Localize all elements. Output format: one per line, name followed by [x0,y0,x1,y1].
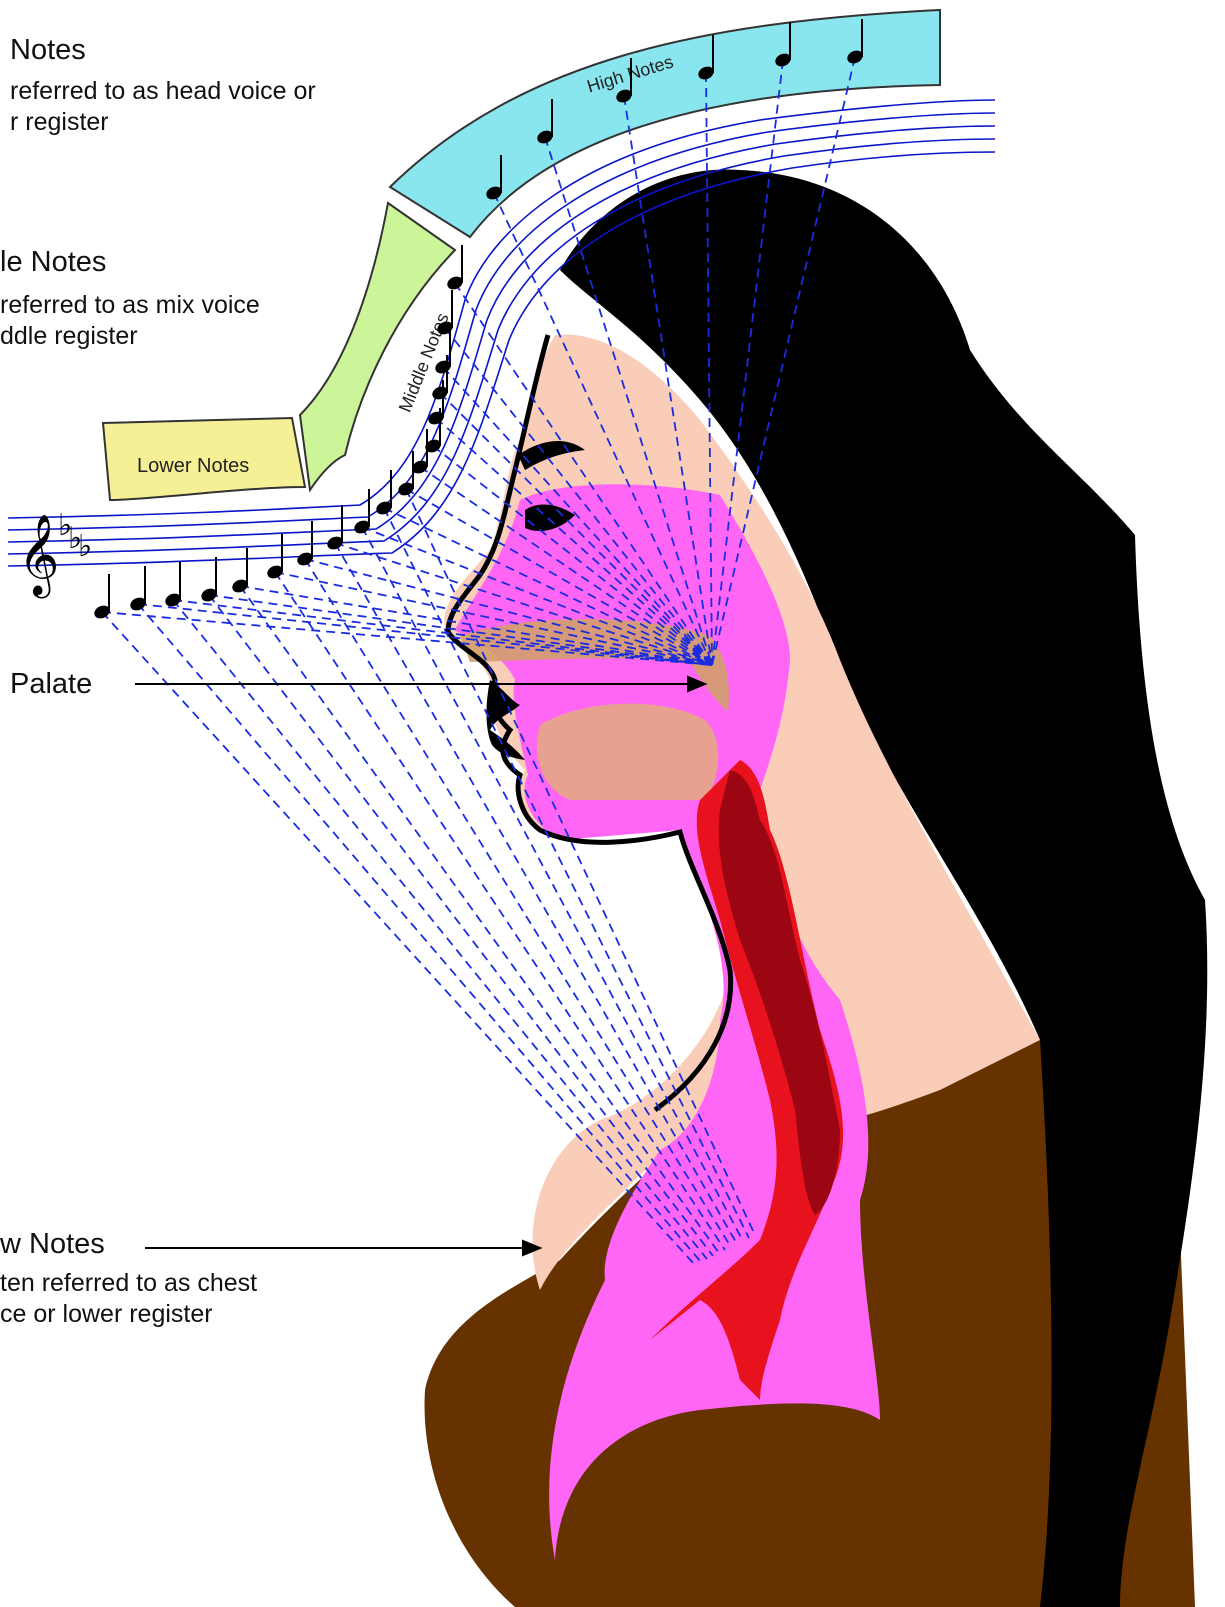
low-notes-title: w Notes [0,1228,105,1261]
treble-clef-icon: 𝄞 [18,513,59,598]
low-notes-desc-line-2: ce or lower register [0,1299,257,1330]
high-notes-desc-line-1: referred to as head voice or [10,76,316,107]
high-notes-title: Notes [10,34,86,67]
flat-icon: ♭ [78,529,92,564]
palate-label: Palate [10,668,92,701]
low-notes-description: ten referred to as chest ce or lower reg… [0,1268,257,1330]
low-notes-desc-line-1: ten referred to as chest [0,1268,257,1299]
tongue [537,704,718,800]
middle-notes-description: referred to as mix voice ddle register [0,290,260,352]
lower-notes-band-label: Lower Notes [137,455,249,477]
high-notes-description: referred to as head voice or r register [10,76,316,138]
high-notes-desc-line-2: r register [10,107,316,138]
middle-notes-desc-line-2: ddle register [0,321,260,352]
middle-notes-desc-line-1: referred to as mix voice [0,290,260,321]
middle-notes-title: le Notes [0,246,106,279]
